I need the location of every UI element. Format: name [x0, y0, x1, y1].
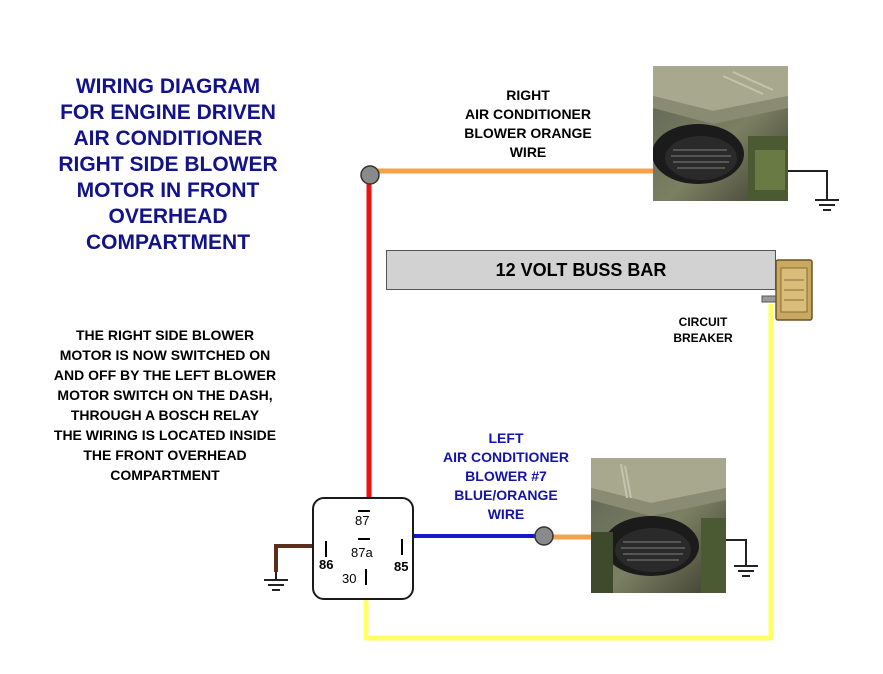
- right-blower-label: RIGHT AIR CONDITIONER BLOWER ORANGE WIRE: [464, 87, 592, 160]
- relay-pin-87a: 87a: [351, 545, 373, 560]
- relay-pin-30: 30: [342, 571, 357, 586]
- connector-dot-icon: [534, 526, 554, 546]
- ground-icon: [725, 539, 758, 577]
- ground-icon: [264, 572, 288, 591]
- circuit-breaker-label: CIRCUIT BREAKER: [673, 315, 733, 345]
- relay-pin-87: 87: [355, 513, 370, 528]
- brown-wire: [274, 544, 316, 572]
- diagram-title: WIRING DIAGRAM FOR ENGINE DRIVEN AIR CON…: [58, 75, 278, 254]
- buss-bar: 12 VOLT BUSS BAR: [386, 250, 776, 290]
- relay-pin-86: 86: [319, 557, 334, 572]
- connector-dot-icon: [360, 165, 380, 185]
- right-blower-photo: [653, 66, 788, 201]
- left-blower-label: LEFT AIR CONDITIONER BLOWER #7 BLUE/ORAN…: [443, 430, 569, 522]
- left-blower-photo: [591, 458, 726, 593]
- buss-bar-label: 12 VOLT BUSS BAR: [495, 259, 667, 280]
- diagram-description: THE RIGHT SIDE BLOWER MOTOR IS NOW SWITC…: [53, 327, 277, 483]
- ground-icon: [788, 170, 839, 211]
- relay-pin-85: 85: [394, 559, 409, 574]
- relay-contacts: [325, 510, 403, 585]
- bosch-relay: 87 87a 86 85 30: [312, 497, 414, 600]
- yellow-wire: [363, 304, 774, 641]
